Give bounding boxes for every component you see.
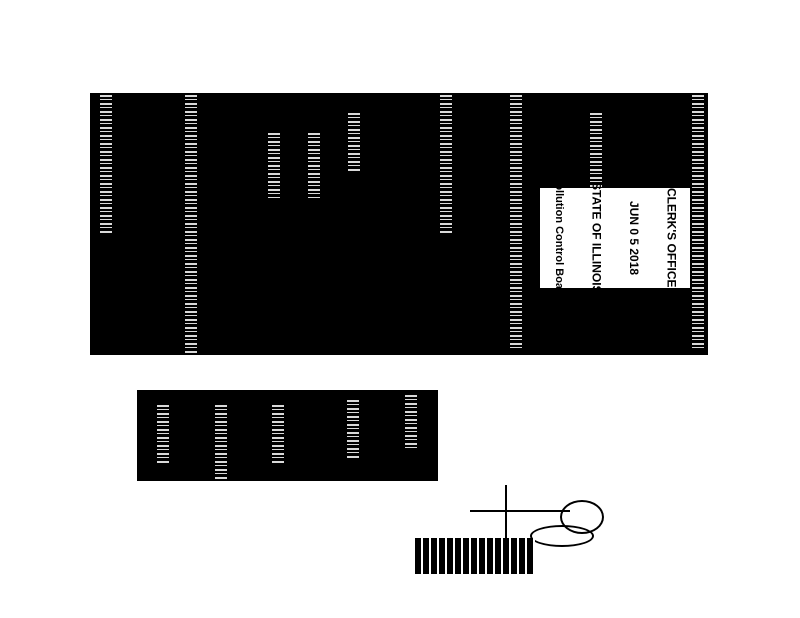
stamp-clerks-office: CLERK'S OFFICE [664, 188, 679, 288]
handwritten-signature [410, 480, 670, 580]
text-line [347, 400, 359, 460]
received-stamp: CLERK'S OFFICE JUN 0 5 2018 STATE OF ILL… [540, 176, 690, 300]
text-line [590, 113, 602, 193]
stamp-date: JUN 0 5 2018 [626, 200, 641, 276]
text-line [405, 395, 417, 450]
text-line [308, 133, 320, 198]
text-line [215, 405, 227, 480]
signature-address-block [137, 390, 438, 481]
text-line [692, 95, 704, 350]
text-line [157, 405, 169, 465]
text-line [100, 95, 112, 235]
text-line [440, 95, 452, 235]
text-line [348, 113, 360, 173]
text-line [272, 405, 284, 465]
text-line [185, 95, 197, 355]
stamp-state: STATE OF ILLINOIS [589, 182, 604, 294]
stamp-board: Pollution Control Board [552, 175, 565, 301]
text-line [268, 133, 280, 198]
text-line [510, 95, 522, 350]
